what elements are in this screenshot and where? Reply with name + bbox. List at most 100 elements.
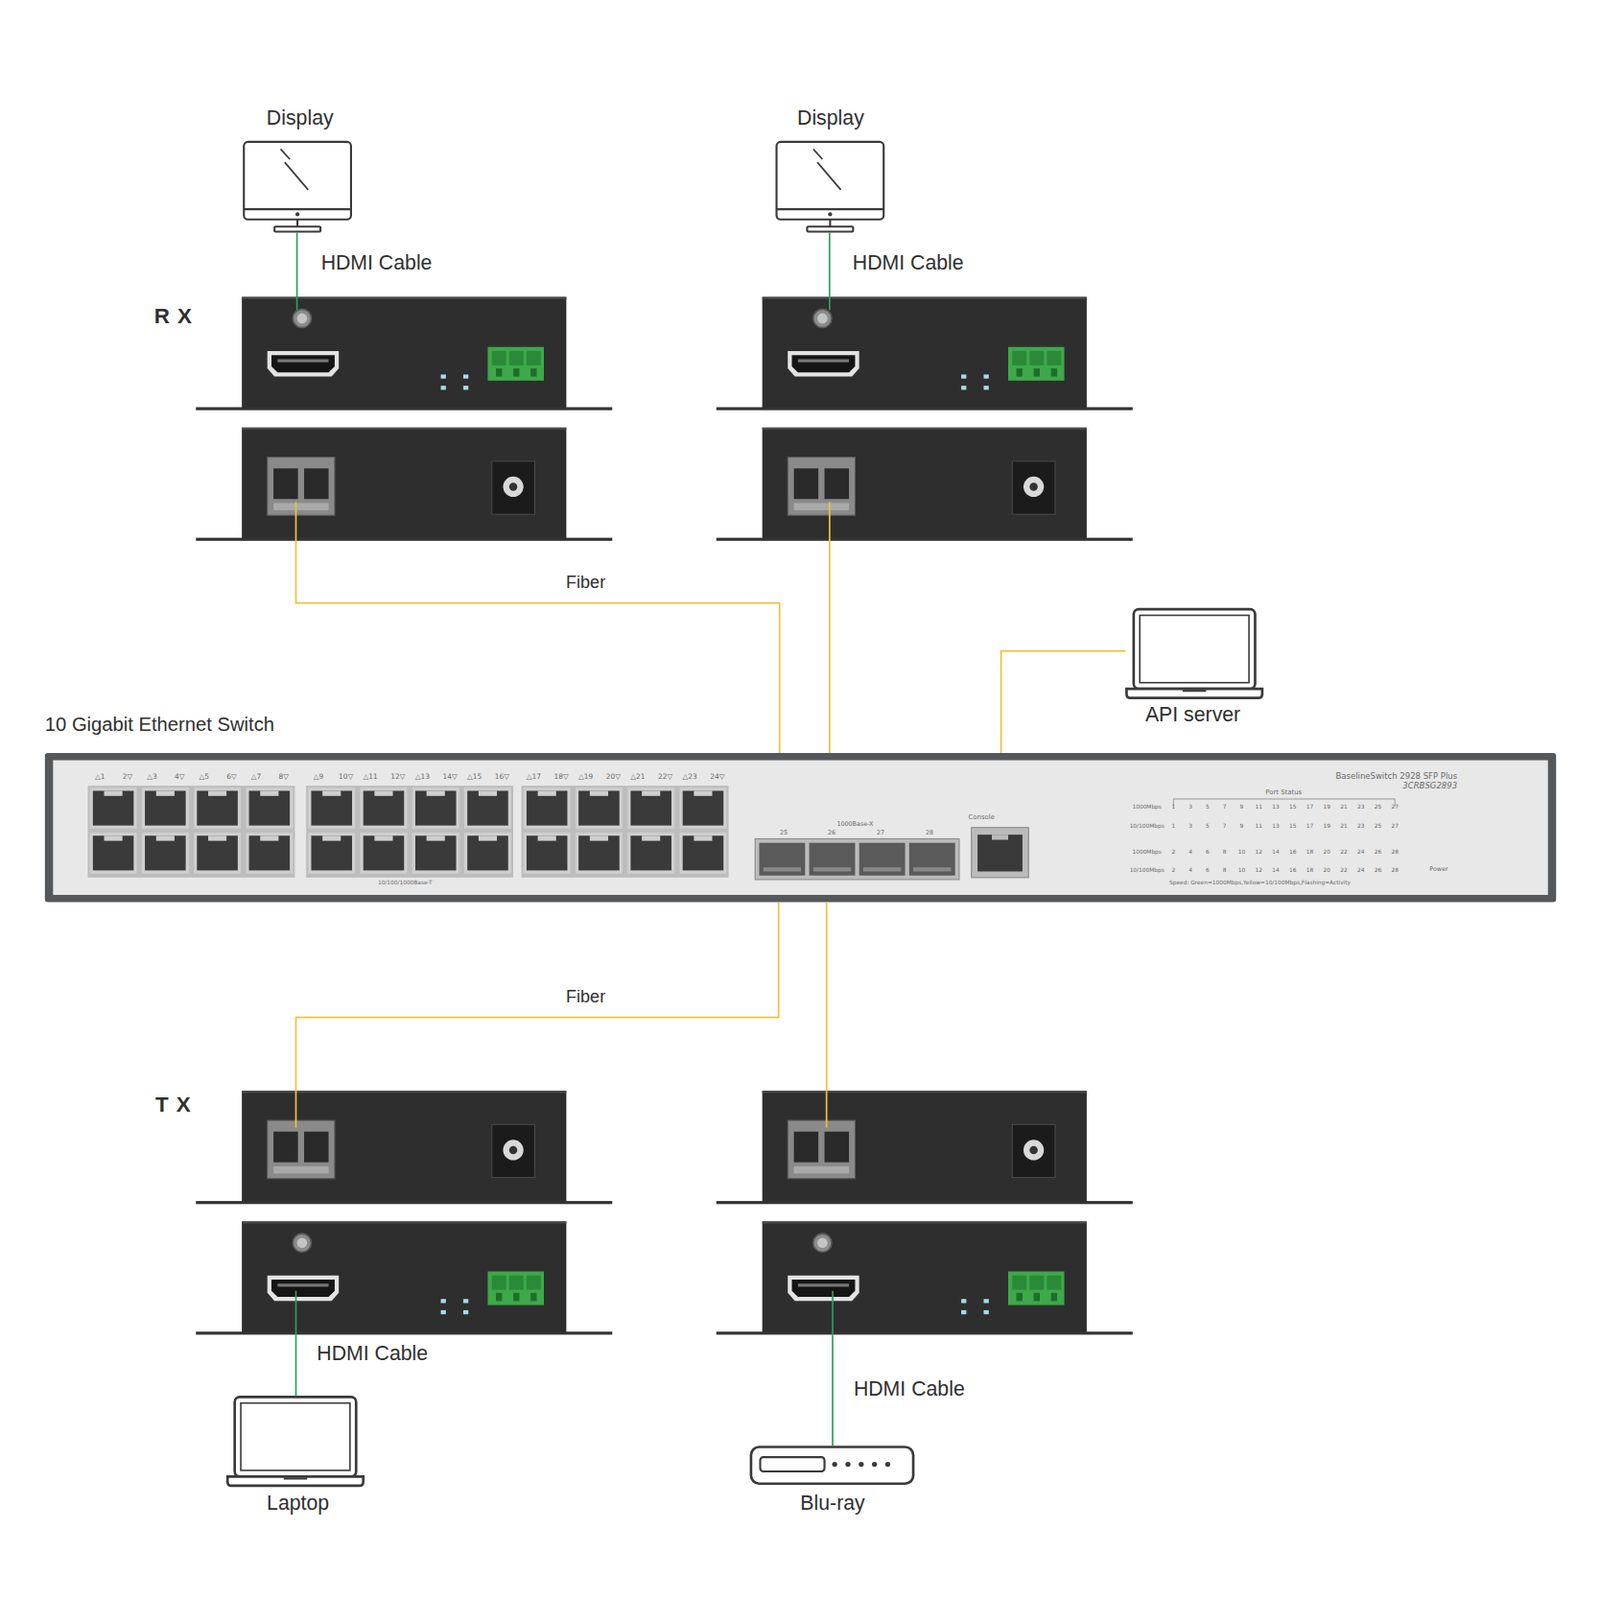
- status-port-number: 27: [1391, 822, 1399, 829]
- node-label: R X: [154, 304, 193, 330]
- fiber-cable: [825, 901, 828, 1091]
- port-number: △19: [578, 772, 593, 781]
- status-port-number: 8: [1223, 848, 1227, 856]
- port-number: △3: [146, 772, 157, 781]
- switch-chassis-part: [971, 827, 1030, 878]
- receiver-unit: R X: [195, 297, 612, 542]
- switch-model: BaselineSwitch 2928 SFP Plus: [1335, 772, 1458, 782]
- transmitter-unit: T X: [195, 1090, 612, 1336]
- status-port-number: 12: [1254, 848, 1262, 856]
- status-port-number: 1: [1171, 822, 1176, 829]
- source-laptop-icon: [227, 1396, 363, 1486]
- bluray-icon-part: [858, 1461, 864, 1467]
- switch-chassis-part: [763, 867, 801, 871]
- status-port-number: 5: [1205, 822, 1210, 829]
- status-port-number: 3: [1188, 803, 1193, 811]
- status-row-label: 1000Mbps: [1131, 803, 1161, 811]
- switch-chassis-part: [863, 867, 901, 871]
- status-port-number: 19: [1323, 822, 1331, 829]
- port-number: △11: [363, 772, 378, 781]
- status-port-number: 27: [1391, 803, 1399, 811]
- switch-chassis-part: [813, 867, 851, 871]
- status-port-number: 15: [1289, 822, 1296, 829]
- switch-chassis-part: [45, 752, 1556, 902]
- switch-chassis-part: [52, 760, 1548, 895]
- status-port-number: 21: [1340, 822, 1347, 829]
- status-port-number: 10: [1238, 848, 1246, 856]
- switch-chassis-part: [87, 785, 295, 878]
- status-port-number: 15: [1289, 803, 1296, 811]
- switch-chassis-part: [305, 785, 514, 878]
- switch-chassis: [45, 752, 1556, 902]
- port-number: △9: [313, 772, 324, 781]
- api-laptop-icon: [1126, 609, 1262, 699]
- status-port-number: 19: [1323, 803, 1331, 811]
- port-number: 12▽: [390, 772, 405, 781]
- rx-fiber-module: [195, 427, 612, 542]
- port-number: 6▽: [226, 772, 236, 781]
- node-label: T X: [155, 1092, 192, 1118]
- status-port-number: 7: [1223, 822, 1227, 829]
- cable-label: Fiber: [565, 572, 606, 593]
- status-port-number: 3: [1188, 822, 1193, 829]
- switch-chassis-part: [521, 785, 730, 878]
- port-number: △13: [415, 772, 430, 781]
- switch-part-number: 3CRBSG2893: [1402, 781, 1458, 792]
- status-port-number: 13: [1271, 822, 1279, 829]
- port-number: △17: [526, 772, 542, 781]
- status-port-number: 17: [1306, 822, 1314, 829]
- status-port-number: 6: [1205, 867, 1210, 874]
- port-number: △15: [467, 772, 482, 781]
- port-number: 24▽: [709, 772, 725, 781]
- bluray-icon-part: [832, 1461, 838, 1467]
- switch-chassis-part: [913, 867, 951, 871]
- status-port-number: 7: [1223, 803, 1227, 811]
- bluray-icon: [751, 1446, 914, 1483]
- sfp-port-number: 27: [876, 829, 885, 837]
- tx-hdmi-module: [195, 1221, 612, 1335]
- port-number: △1: [94, 772, 105, 781]
- cable-stubs-part: [825, 1090, 828, 1128]
- status-port-number: 25: [1374, 803, 1382, 811]
- status-port-number: 11: [1254, 822, 1262, 829]
- status-port-number: 11: [1254, 803, 1262, 811]
- rx-hdmi-module: [195, 297, 612, 411]
- status-port-number: 14: [1271, 867, 1279, 874]
- port-number: △7: [251, 772, 261, 781]
- status-port-number: 25: [1374, 822, 1382, 829]
- port-number: 4▽: [174, 772, 185, 781]
- cable-stubs-part: [295, 1291, 298, 1337]
- fiber-cable: [296, 541, 780, 753]
- tx-hdmi-module: [716, 1221, 1133, 1335]
- status-port-number: 24: [1357, 848, 1365, 856]
- api-server-laptop: API server: [1125, 608, 1263, 700]
- status-port-number: 13: [1271, 803, 1279, 811]
- port-number: △5: [199, 772, 210, 781]
- status-heading: Port Status: [1265, 789, 1302, 798]
- status-port-number: 21: [1340, 803, 1347, 811]
- switch-chassis-part: [859, 843, 906, 876]
- sfp-port-number: 26: [827, 829, 836, 837]
- rx-fiber-module: [716, 427, 1133, 542]
- node-label: Laptop: [266, 1491, 330, 1515]
- cable-label: HDMI Cable: [852, 251, 965, 275]
- cable-label: HDMI Cable: [316, 1341, 428, 1365]
- display-monitor: [776, 141, 885, 233]
- status-port-number: 4: [1188, 867, 1193, 874]
- cable-stubs-part: [296, 297, 299, 311]
- port-number: 20▽: [606, 772, 621, 781]
- status-port-number: 12: [1254, 867, 1262, 874]
- cable-stubs: [295, 297, 833, 1337]
- port-number: 22▽: [658, 772, 673, 781]
- status-port-number: 26: [1374, 867, 1382, 874]
- port-number: 18▽: [553, 772, 568, 781]
- status-port-number: 6: [1205, 848, 1210, 856]
- switch-chassis-part: [809, 843, 856, 876]
- port-number: 16▽: [494, 772, 510, 781]
- fiber-cable: [828, 541, 831, 753]
- cable-stubs-part: [831, 1291, 834, 1337]
- status-port-number: 16: [1289, 848, 1296, 856]
- status-row-label: 10/100Mbps: [1129, 822, 1165, 829]
- status-port-number: 24: [1357, 867, 1365, 874]
